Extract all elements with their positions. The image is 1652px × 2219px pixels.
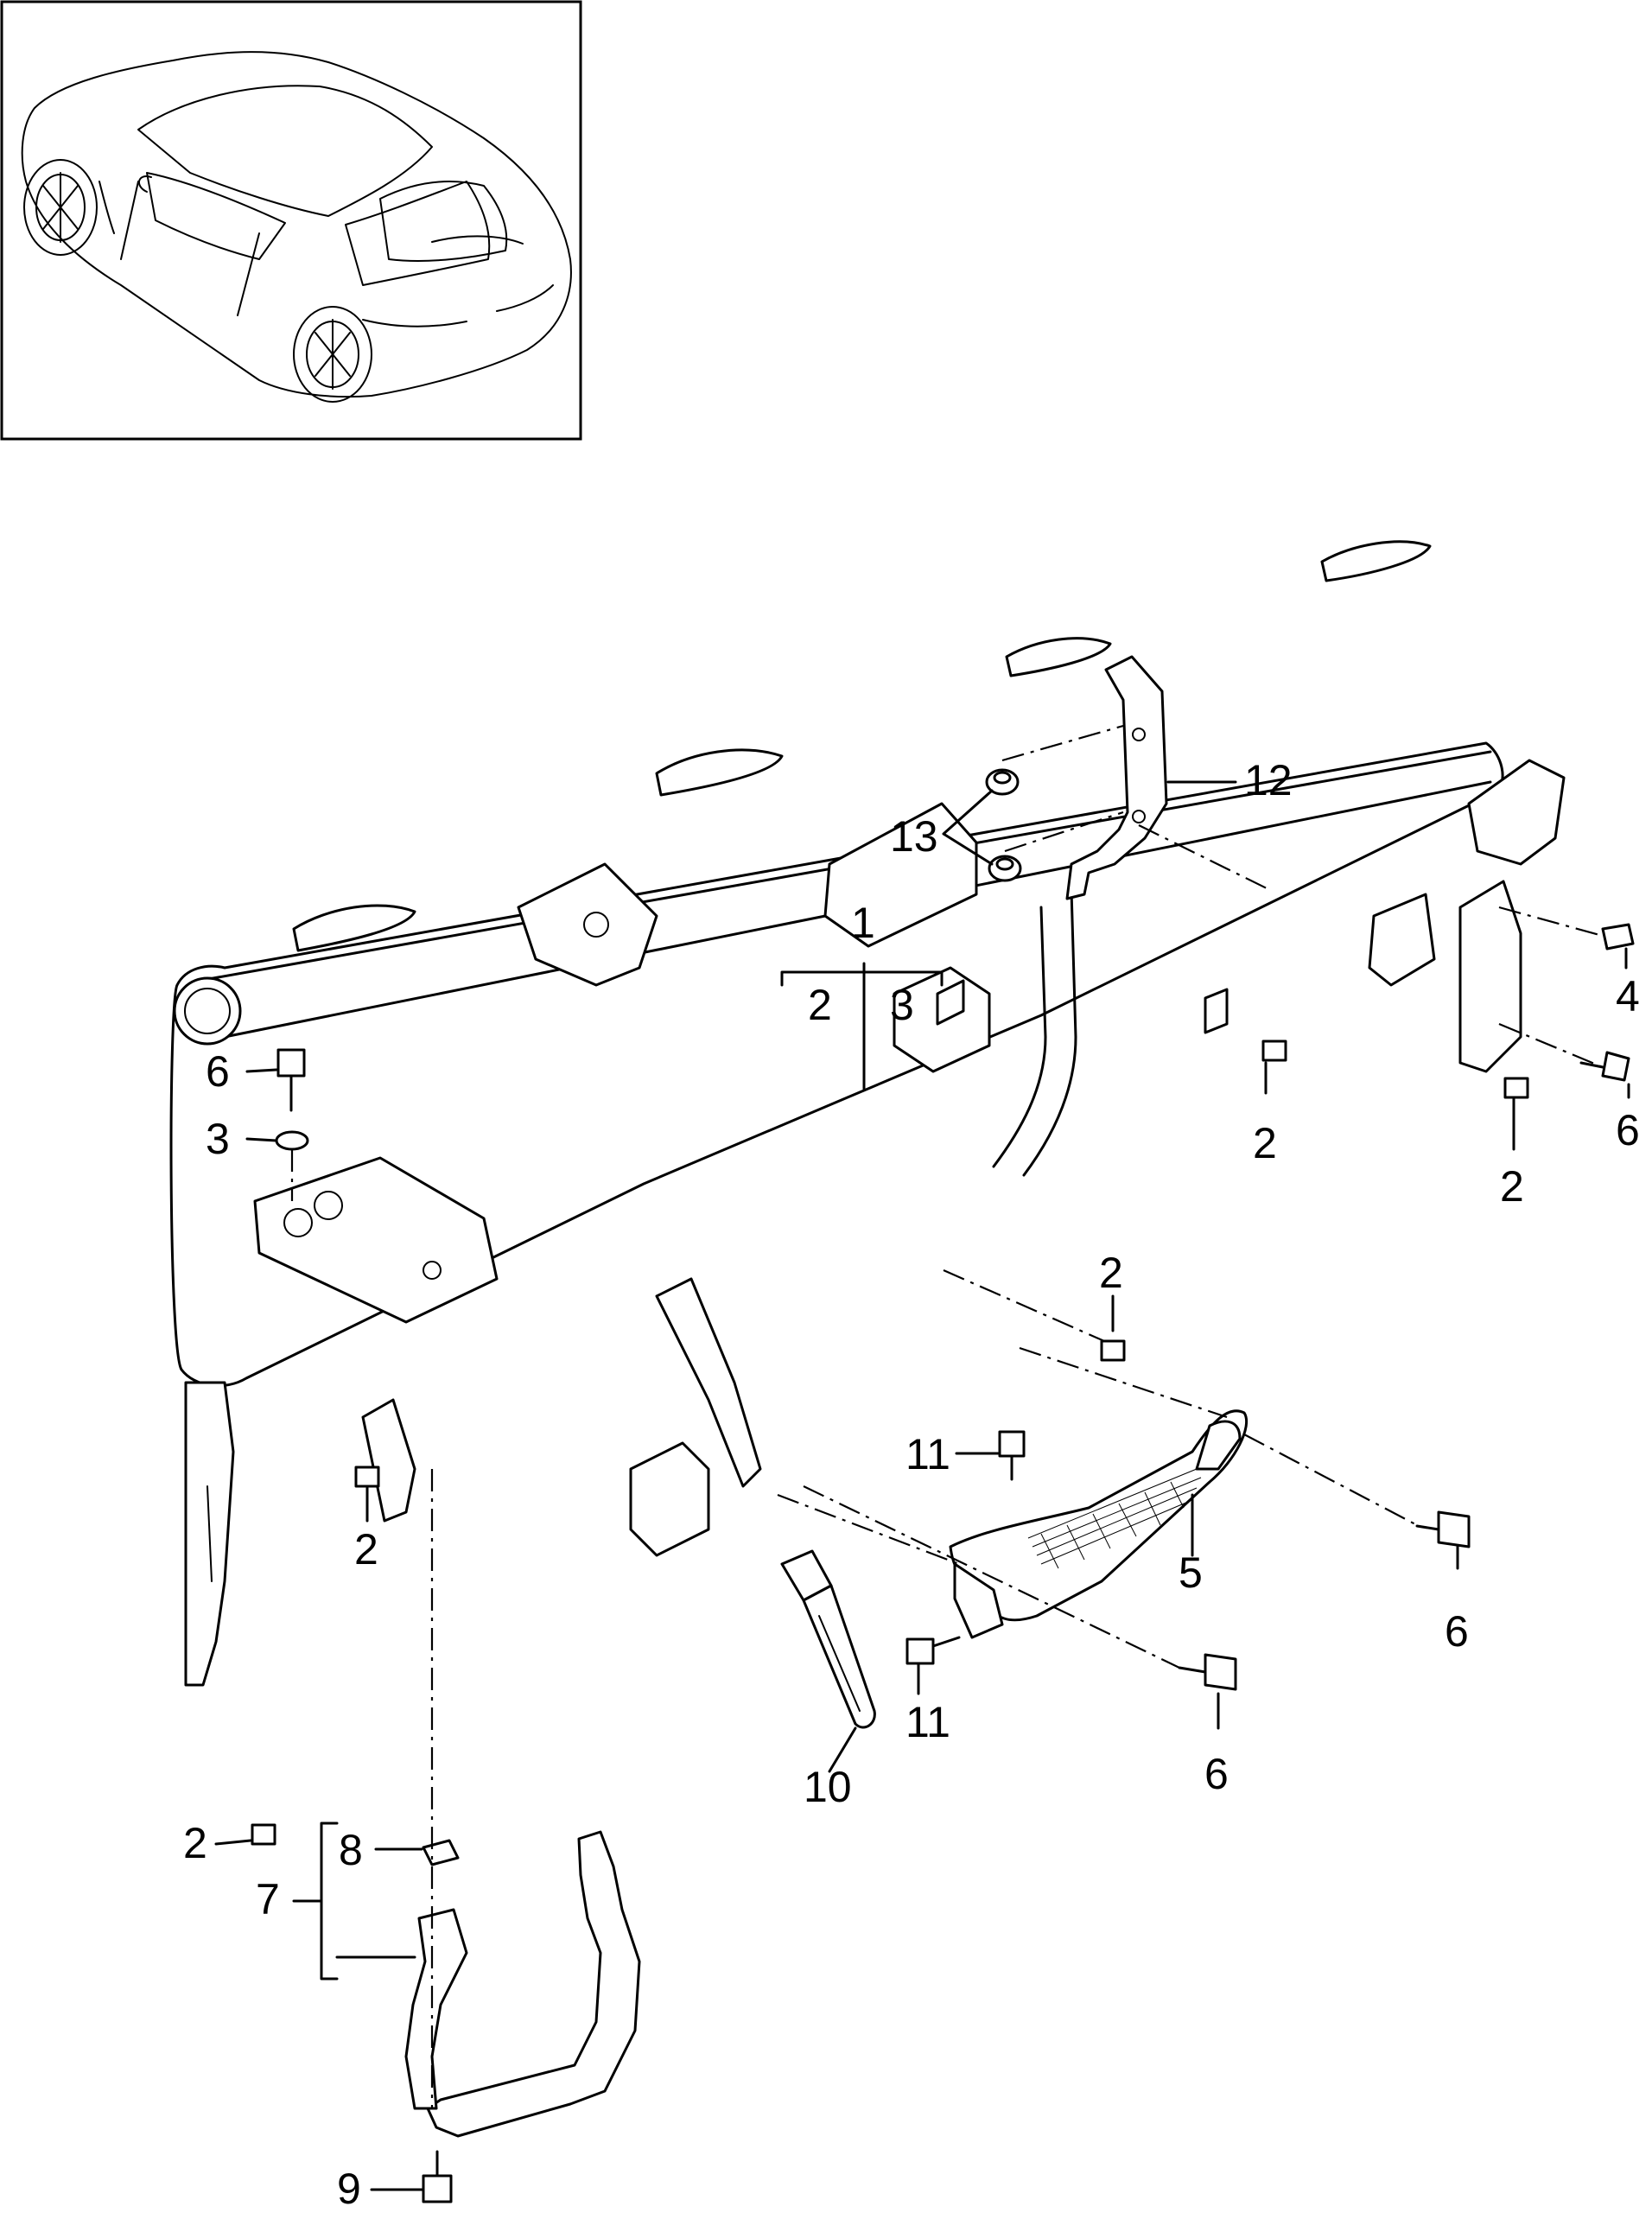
- bolt-part-11-upper: [998, 1430, 1026, 1481]
- brace-part-7: [404, 1830, 641, 2138]
- bracket-part-12: [1065, 655, 1168, 900]
- clip-part-2-c: [1100, 1339, 1126, 1362]
- nut-part-13-upper: [985, 768, 1020, 796]
- callout-11-lower: 11: [905, 1698, 950, 1746]
- mesh-panel: [1027, 1468, 1202, 1569]
- callout-8: 8: [339, 1826, 363, 1874]
- callout-2-under-tube: 2: [1253, 1119, 1277, 1167]
- bolt-part-6-right-mid: [1415, 1510, 1471, 1548]
- bolt-part-6-lower: [1178, 1653, 1237, 1691]
- stop-part-10: [780, 1549, 876, 1729]
- callout-6-lower: 6: [1204, 1750, 1229, 1798]
- clip-part-2-e: [251, 1823, 276, 1846]
- callout-9: 9: [337, 2165, 361, 2213]
- nut-part-13-lower: [988, 855, 1022, 882]
- cross-member-part-1: [169, 540, 1566, 1687]
- callout-7: 7: [256, 1875, 280, 1923]
- callout-11-upper: 11: [905, 1430, 950, 1478]
- bolt-part-9: [422, 2150, 453, 2203]
- cap-part-4: [1601, 923, 1635, 951]
- bolt-part-6-left: [276, 1048, 306, 1112]
- callout-10: 10: [804, 1763, 852, 1811]
- nut-part-8: [422, 1839, 460, 1866]
- assembly-lines: [290, 724, 1604, 2108]
- callout-6-top-left: 6: [206, 1047, 230, 1096]
- car-sketch-icon: [21, 51, 572, 403]
- leader-lines: [214, 780, 1630, 2191]
- bolt-part-6-right-top: [1579, 1051, 1630, 1082]
- washer-part-3: [275, 1130, 309, 1151]
- callout-13: 13: [890, 812, 938, 861]
- clip-part-2-b: [1503, 1077, 1529, 1099]
- bracket-part-5: [949, 1409, 1249, 1639]
- bolt-part-11-lower: [905, 1636, 961, 1665]
- callout-3-group: 3: [890, 981, 914, 1029]
- callout-2-group: 2: [808, 981, 832, 1029]
- clip-part-2-a: [1261, 1040, 1287, 1062]
- callout-2-left-mid: 2: [354, 1525, 378, 1574]
- callout-6-upper-right: 6: [1616, 1106, 1640, 1154]
- clip-part-2-d: [354, 1466, 380, 1488]
- callout-12: 12: [1244, 756, 1293, 804]
- callout-5: 5: [1179, 1548, 1203, 1597]
- callout-2-centre: 2: [1099, 1249, 1123, 1297]
- callout-3: 3: [206, 1115, 230, 1163]
- callout-2-right: 2: [1500, 1162, 1524, 1211]
- vehicle-thumbnail: [0, 0, 582, 441]
- callout-4: 4: [1616, 972, 1640, 1020]
- callout-2-bottom-left: 2: [183, 1819, 207, 1867]
- callout-labels: 1 2 3 12 13 6 3 4 6 2 2 2 2 2 11 11 5 6 …: [183, 756, 1640, 2213]
- callout-1: 1: [851, 899, 875, 947]
- callout-6-right-mid: 6: [1445, 1607, 1469, 1656]
